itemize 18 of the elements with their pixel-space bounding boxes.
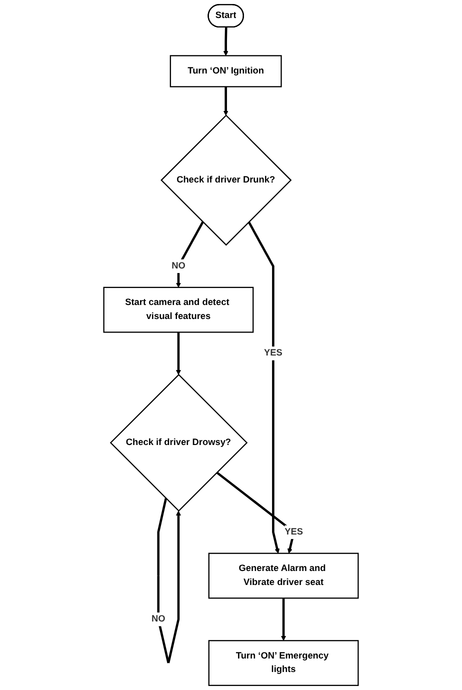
- arrow: [223, 86, 228, 116]
- edge-label: YES: [284, 526, 304, 537]
- node-box: Turn ‘ON’ Ignition: [170, 55, 282, 88]
- node-box: Start camera and detect visual features: [103, 286, 254, 333]
- edge-label: YES: [264, 348, 282, 358]
- arrow: [176, 332, 181, 375]
- node-diamond: Check if driver Drowsy?: [110, 374, 248, 512]
- edge-label: NO: [172, 261, 186, 271]
- arrow: [248, 221, 280, 554]
- arrow: [281, 598, 286, 641]
- node-box: Turn ‘ON’ Emergency lights: [208, 640, 359, 686]
- edge-label: NO: [151, 614, 166, 624]
- arrow: [223, 27, 228, 56]
- arrow: [157, 498, 181, 664]
- node-box: Generate Alarm and Vibrate driver seat: [208, 552, 359, 599]
- arrow: [176, 221, 204, 288]
- node-diamond: Check if driver Drunk?: [160, 114, 292, 246]
- arrow: [216, 472, 296, 554]
